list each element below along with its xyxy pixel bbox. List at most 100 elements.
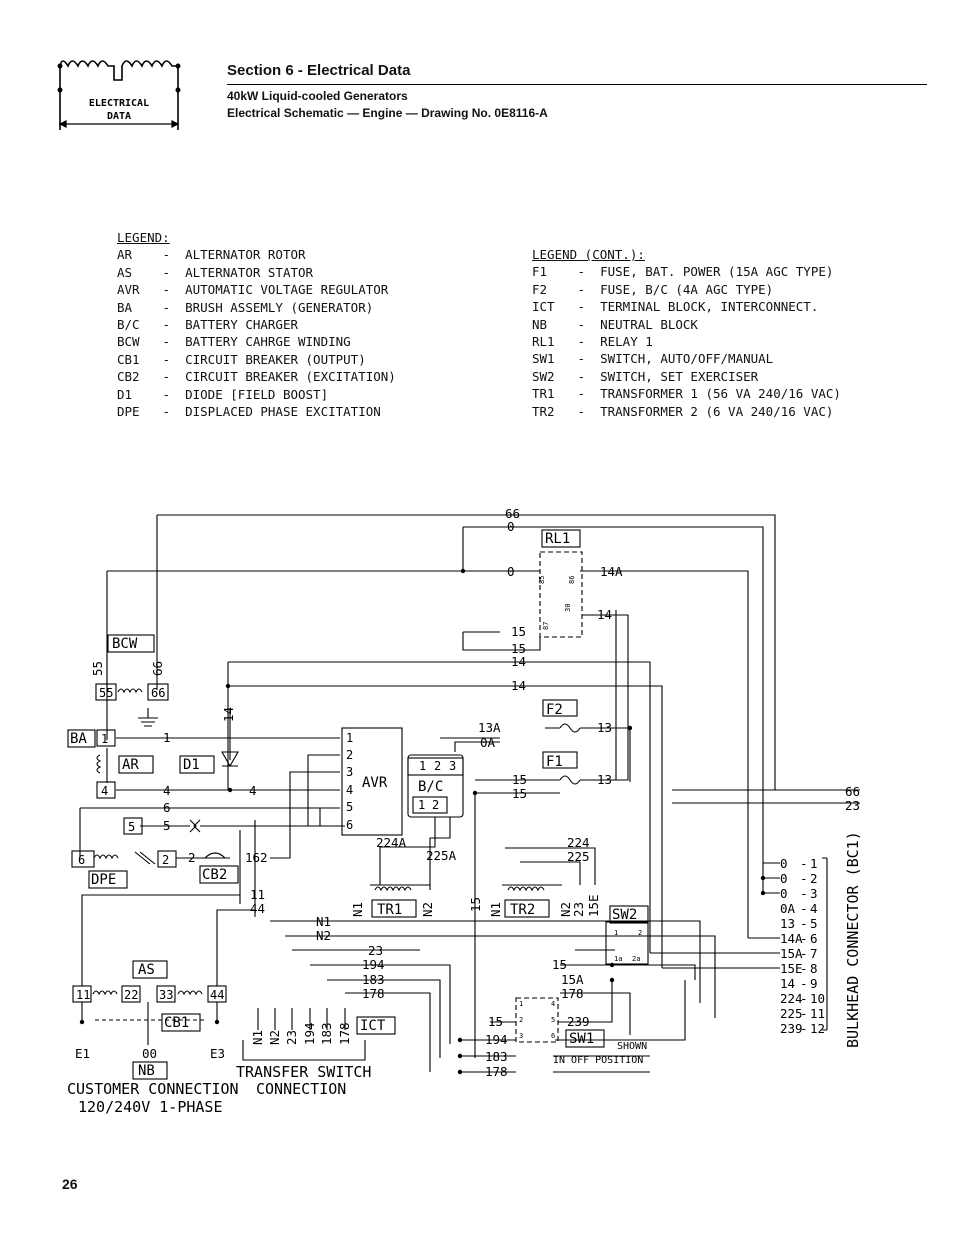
wire-183: 183: [362, 972, 385, 987]
wire-23: 23: [368, 943, 383, 958]
section-title: Section 6 - Electrical Data: [227, 62, 411, 79]
sw2-pin-1a: 1a: [614, 955, 622, 963]
nb-label: NB: [138, 1063, 155, 1079]
avr-terminal-1: 1: [346, 731, 353, 745]
wire-15a-sw: 15A: [561, 972, 584, 987]
legend-cont-item-dash: -: [570, 299, 601, 315]
legend-cont-item-text: FUSE, BAT. POWER (15A AGC TYPE): [600, 264, 834, 280]
bulkhead-connector: 0-10-20-30A-413-514A-615A-715E-814-9224-…: [780, 856, 825, 1036]
sw1-pin-1: 1: [519, 1000, 523, 1008]
legend-cont-item-text: FUSE, B/C (4A AGC TYPE): [600, 281, 774, 297]
tr1-n2: N2: [420, 902, 435, 917]
wire-178: 178: [362, 986, 385, 1001]
legend-cont-item-text: NEUTRAL BLOCK: [600, 316, 698, 332]
legend-cont-item-code: NB: [532, 316, 548, 332]
page-number: 26: [62, 1176, 78, 1192]
bulkhead-pin-12: 12: [810, 1021, 825, 1036]
avr-label: AVR: [362, 775, 388, 791]
legend-cont-item-dash: -: [570, 368, 601, 384]
bcw-66-box: 66: [151, 686, 165, 700]
logo-line2: DATA: [107, 111, 131, 122]
legend-cont-item-row: RL1 - RELAY 1: [532, 333, 841, 350]
wire-15-b: 15: [511, 641, 526, 656]
wire-15-c: 15: [512, 786, 527, 801]
wire-14a: 14A: [600, 564, 623, 579]
legend-cont-item-row: SW1 - SWITCH, AUTO/OFF/MANUAL: [532, 350, 841, 367]
legend-item-row: D1 - DIODE [FIELD BOOST]: [117, 386, 396, 403]
bulkhead-dash: -: [800, 901, 808, 916]
ict-23: 23: [284, 1030, 299, 1045]
legend-item-code: D1: [117, 386, 133, 402]
wire-1: 1: [163, 730, 171, 745]
customer-connection-label: CUSTOMER CONNECTION: [67, 1080, 239, 1098]
tr1-n1: N1: [350, 902, 365, 917]
header-rule: [227, 84, 927, 85]
legend-cont-item-row: F2 - FUSE, B/C (4A AGC TYPE): [532, 281, 841, 298]
f2-label: F2: [546, 702, 563, 718]
avr-terminal-2: 2: [346, 748, 353, 762]
bulkhead-dash: -: [800, 976, 808, 991]
bulkhead-pin-10: 10: [810, 991, 825, 1006]
legend-cont-item-code: SW2: [532, 368, 555, 384]
wire-4-a: 4: [163, 783, 171, 798]
legend-cont-title: LEGEND (CONT.):: [532, 247, 645, 262]
wire-11: 11: [250, 887, 265, 902]
ar-label: AR: [122, 757, 139, 773]
wire-194-b: 194: [485, 1032, 508, 1047]
legend-item-dash: -: [155, 404, 186, 420]
terminal-e3: E3: [210, 1046, 225, 1061]
transfer-connection-label: CONNECTION: [256, 1080, 346, 1098]
f1-label: F1: [546, 754, 563, 770]
legend-item-row: DPE - DISPLACED PHASE EXCITATION: [117, 403, 396, 420]
terminal-e1: E1: [75, 1046, 90, 1061]
header-subtitle-2: Electrical Schematic — Engine — Drawing …: [227, 106, 548, 120]
cb1-label: CB1: [164, 1015, 189, 1031]
bc-terminal-top-1: 1: [419, 759, 426, 773]
bulkhead-wire-8: 15E: [780, 961, 803, 976]
bulkhead-dash: -: [800, 961, 808, 976]
sw2-label: SW2: [612, 907, 637, 923]
legend-item-text: CIRCUIT BREAKER (OUTPUT): [185, 351, 366, 367]
legend-cont-item-dash: -: [570, 351, 601, 367]
legend-cont-item-text: SWITCH, AUTO/OFF/MANUAL: [600, 351, 774, 367]
legend-item-text: BATTERY CAHRGE WINDING: [185, 334, 351, 350]
legend-cont-item-code: SW1: [532, 351, 555, 367]
as-label: AS: [138, 962, 155, 978]
junction-dots: [79, 568, 766, 1075]
bulkhead-wire-7: 15A: [780, 946, 803, 961]
legend-item-code: CB2: [117, 369, 140, 385]
legend-item-row: AR - ALTERNATOR ROTOR: [117, 246, 396, 263]
tr2-wire-23: 23: [571, 902, 586, 917]
legend-cont-item-row: TR2 - TRANSFORMER 2 (6 VA 240/16 VAC): [532, 403, 841, 420]
sw1-pin-3: 3: [519, 1032, 523, 1040]
legend-item-code: DPE: [117, 404, 140, 420]
dpe-label: DPE: [91, 872, 116, 888]
legend-cont-item-code: F2: [532, 281, 548, 297]
legend-cont-item-code: TR2: [532, 403, 555, 419]
wire-n2: N2: [316, 928, 331, 943]
bulkhead-wire-5: 13: [780, 916, 795, 931]
wire-13-f1: 13: [597, 772, 612, 787]
bulkhead-dash: -: [800, 1006, 808, 1021]
legend-cont-item-dash: -: [570, 403, 601, 419]
bulkhead-pin-6: 6: [810, 931, 818, 946]
bulkhead-pin-7: 7: [810, 946, 818, 961]
legend-cont-item-text: SWITCH, SET EXERCISER: [600, 368, 759, 384]
wire-15-f1: 15: [512, 772, 527, 787]
legend-item-code: B/C: [117, 317, 140, 333]
legend-item-text: CIRCUIT BREAKER (EXCITATION): [185, 369, 396, 385]
tr2-wire-15: 15: [468, 897, 483, 912]
legend-item-row: AS - ALTERNATOR STATOR: [117, 264, 396, 281]
legend-item-row: CB2 - CIRCUIT BREAKER (EXCITATION): [117, 368, 396, 385]
wire-224: 224: [567, 835, 590, 850]
wire-183-b: 183: [485, 1049, 508, 1064]
avr-terminal-3: 3: [346, 765, 353, 779]
transfer-switch-label: TRANSFER SWITCH: [236, 1063, 371, 1081]
ict-194: 194: [302, 1022, 317, 1045]
legend-cont-item-text: TRANSFORMER 2 (6 VA 240/16 VAC): [600, 403, 834, 419]
bulkhead-dash: -: [800, 856, 808, 871]
terminal-00: 00: [142, 1046, 157, 1061]
legend-item-row: AVR - AUTOMATIC VOLTAGE REGULATOR: [117, 281, 396, 298]
wire-44: 44: [250, 901, 265, 916]
bulkhead-dash: -: [800, 946, 808, 961]
